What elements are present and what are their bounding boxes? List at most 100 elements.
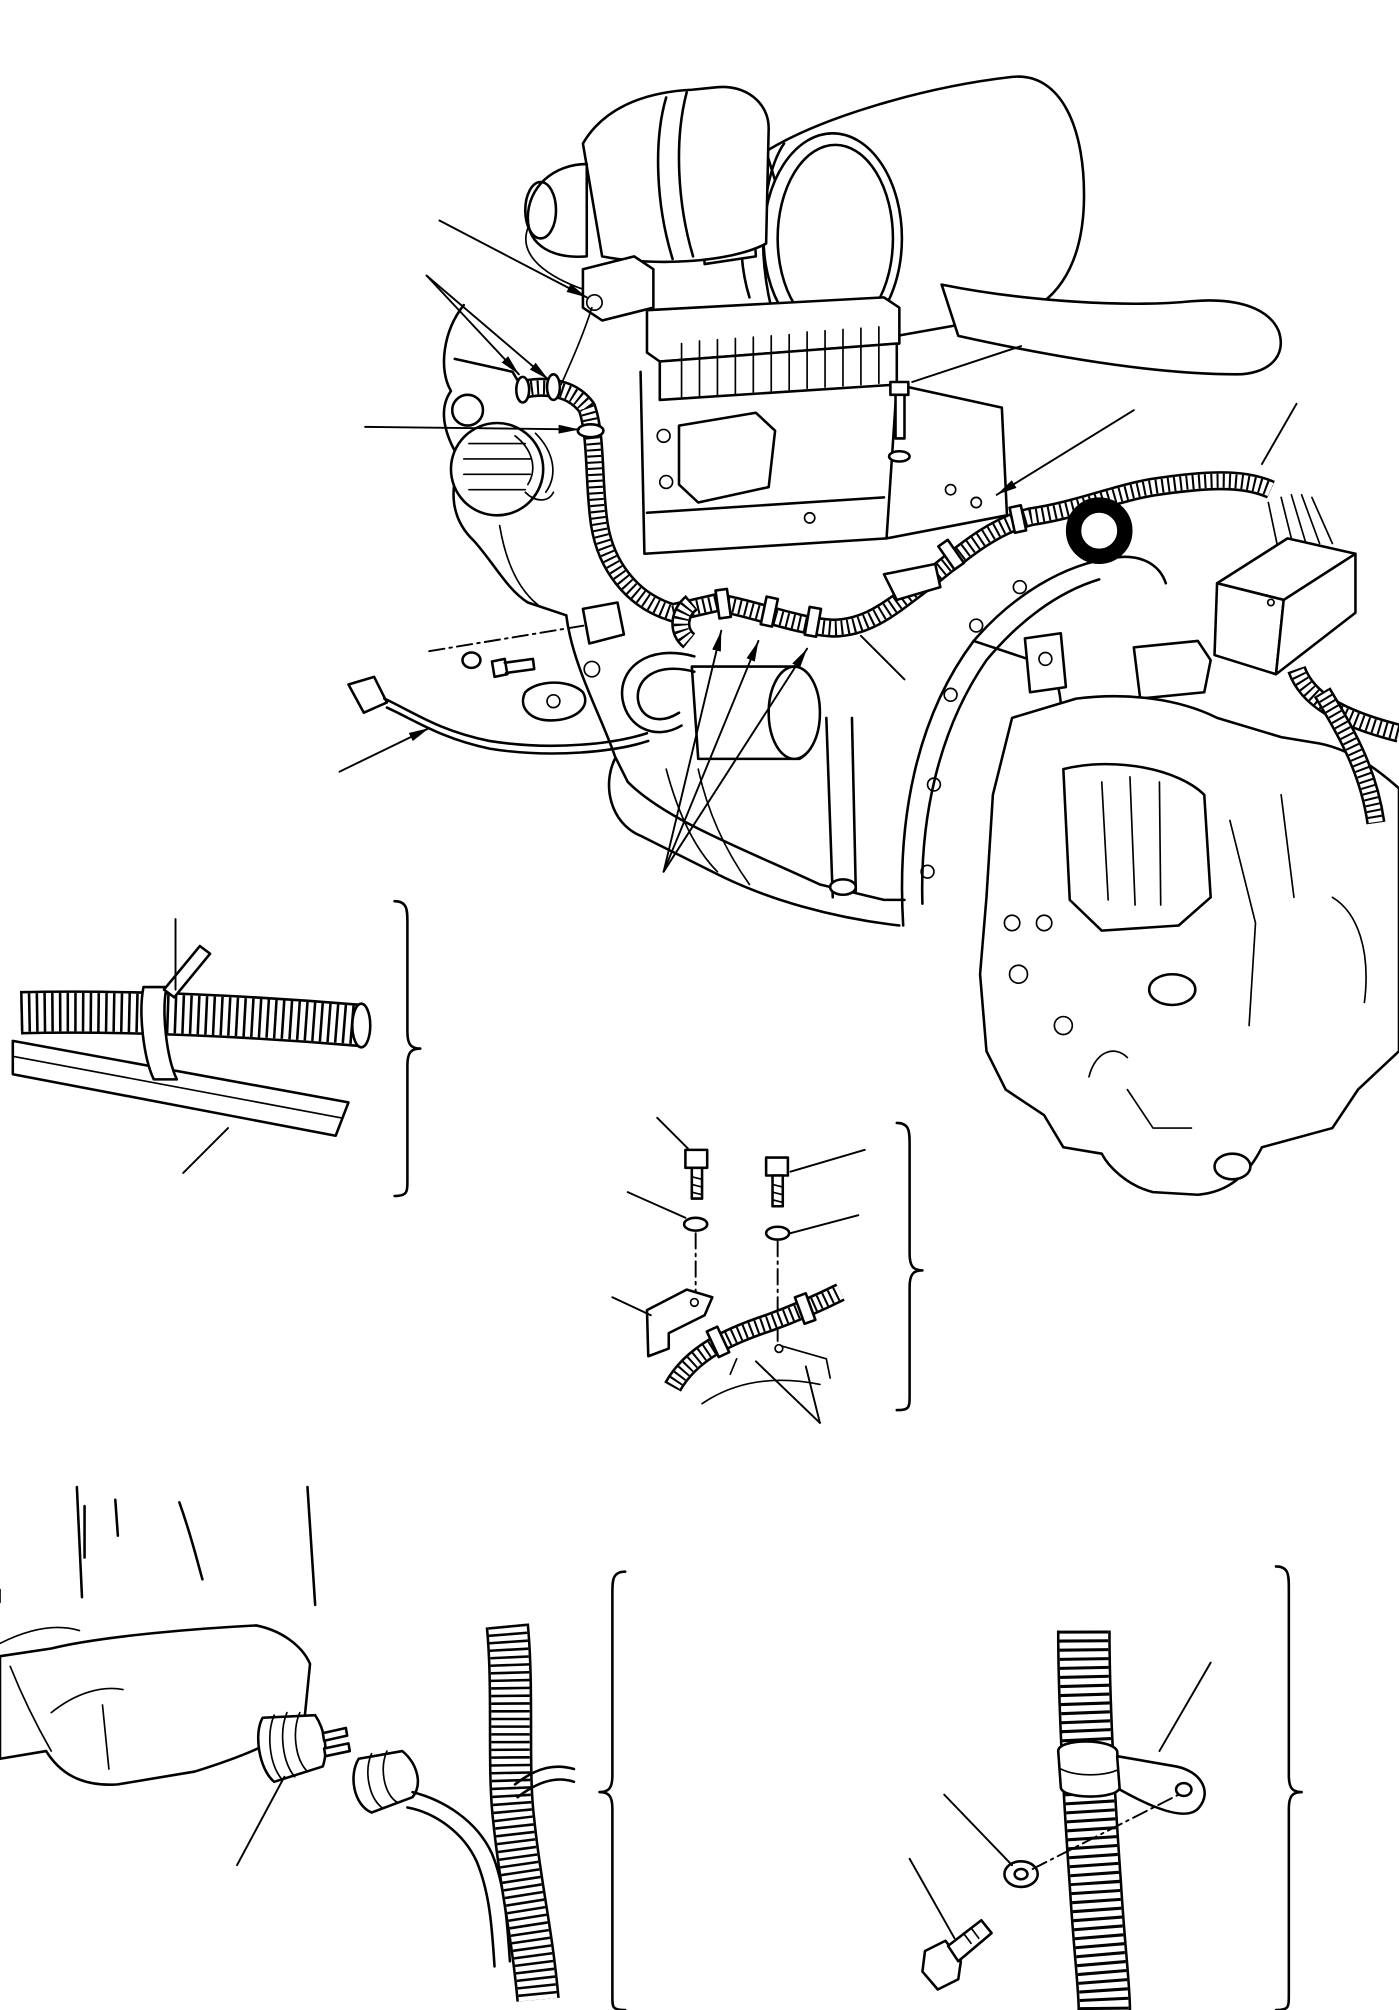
block-boss [970, 496, 983, 509]
detail-brace [598, 1570, 627, 2010]
loop-hose [620, 651, 696, 734]
leader-arrow [338, 727, 431, 773]
clamp-band [1056, 1740, 1121, 1798]
controller-wires [1267, 493, 1334, 553]
mount-bolt-exploded [428, 624, 586, 679]
sensor-threads [269, 1711, 309, 1781]
corrugated-tube [20, 1012, 361, 1025]
detail-cable-tie [13, 899, 422, 1198]
clamp [1008, 504, 1028, 535]
detail-brace [1274, 1565, 1303, 2010]
engine-assembly-view [338, 75, 1399, 1197]
leader-arrow [425, 274, 520, 376]
mount-hole [583, 660, 601, 678]
transmission-bolt [1053, 1015, 1074, 1036]
leader-arrow [438, 219, 588, 299]
transmission-top-cover [1062, 762, 1212, 932]
sensor-male [256, 1711, 352, 1784]
bolt-head [889, 380, 910, 397]
engine-bracket [453, 357, 522, 386]
alternator-wires [514, 432, 555, 501]
engine-lower-contour [498, 524, 539, 606]
sensor-fitting [585, 294, 603, 312]
engine-foot-hole [546, 693, 561, 709]
clamp [515, 375, 531, 404]
connector-boot [352, 1749, 420, 1814]
boss-bolt [1038, 651, 1053, 667]
housing-bolt [926, 777, 942, 792]
harness-coil-edge [1078, 510, 1120, 552]
leader-arrow [662, 629, 723, 873]
block-boss [944, 483, 957, 496]
bracket-hole [689, 1297, 700, 1308]
cylinder-block [639, 296, 1009, 556]
manifold-ribs [680, 326, 880, 399]
housing-bolt [920, 864, 935, 879]
engine-left-side [442, 303, 568, 617]
leader-line [754, 1360, 821, 1424]
intake-housing [581, 85, 770, 264]
detail-harness-clamp [908, 1565, 1303, 2010]
transmission-drain [1213, 1152, 1252, 1181]
assembly-centerline [1031, 1793, 1180, 1870]
connector-plug [347, 675, 389, 715]
block-boss [803, 511, 816, 524]
harness-clamps [515, 373, 1028, 638]
transmission-boss [1147, 972, 1197, 1007]
leader-line [943, 1793, 1014, 1867]
leader-line [182, 1127, 230, 1174]
transmission-bolt [1035, 914, 1053, 932]
leader-arrow [364, 424, 581, 434]
leader-arrow [662, 639, 760, 873]
housing-bolt [943, 687, 958, 703]
mount-hole [774, 1343, 784, 1354]
sensor-pin [321, 1726, 352, 1758]
bolt-head [684, 1148, 709, 1170]
housing-edge [0, 1626, 124, 1770]
intake-elbow [523, 85, 770, 322]
harness-mount-bracket [581, 601, 626, 645]
starter-end [767, 665, 822, 761]
washer [764, 1225, 791, 1241]
housing-bolt [968, 618, 984, 633]
leader-line [1260, 402, 1298, 466]
harness-bracket-bolt [887, 380, 911, 463]
bolt-left [682, 1148, 709, 1232]
washer-hole [1013, 1867, 1029, 1881]
housing-bolt [1012, 579, 1028, 595]
leader-arrow [995, 409, 1135, 496]
transmission-lines [1088, 793, 1367, 1129]
main-leader-lines [338, 219, 1298, 873]
alarm-connector-lead [347, 675, 650, 755]
transmission-body [978, 694, 1399, 1197]
controller-screw [1266, 598, 1275, 607]
clamp-tab-hole [1174, 1781, 1193, 1798]
block-front-face [639, 370, 1009, 556]
connector-wire [383, 697, 650, 755]
clamp [705, 1325, 731, 1359]
clamp [803, 605, 823, 638]
detail-bracket-mounting [611, 1116, 924, 1424]
leader-line [911, 345, 1023, 383]
clamp [759, 595, 780, 628]
leader-line [626, 1191, 687, 1219]
crankcase-ribs [665, 768, 751, 886]
leader-line [236, 1775, 286, 1867]
controller-front-face [1213, 581, 1285, 676]
clamp [937, 538, 966, 571]
alternator [449, 421, 545, 517]
controller-side-face [1274, 552, 1357, 676]
cable-tie-tail [162, 944, 212, 999]
crankcase-lower [521, 601, 906, 927]
bolt-head [764, 1156, 790, 1177]
transmission [978, 694, 1399, 1197]
bolt-shank [771, 1174, 785, 1208]
leader-line [656, 1116, 689, 1150]
injection-boss [677, 411, 777, 504]
controller-unit [1213, 493, 1357, 676]
clamp [545, 373, 562, 402]
transmission-bolt [1008, 964, 1029, 985]
clamp [576, 423, 605, 439]
bolt-shank [690, 1166, 704, 1200]
assembly-centerline [428, 624, 586, 653]
